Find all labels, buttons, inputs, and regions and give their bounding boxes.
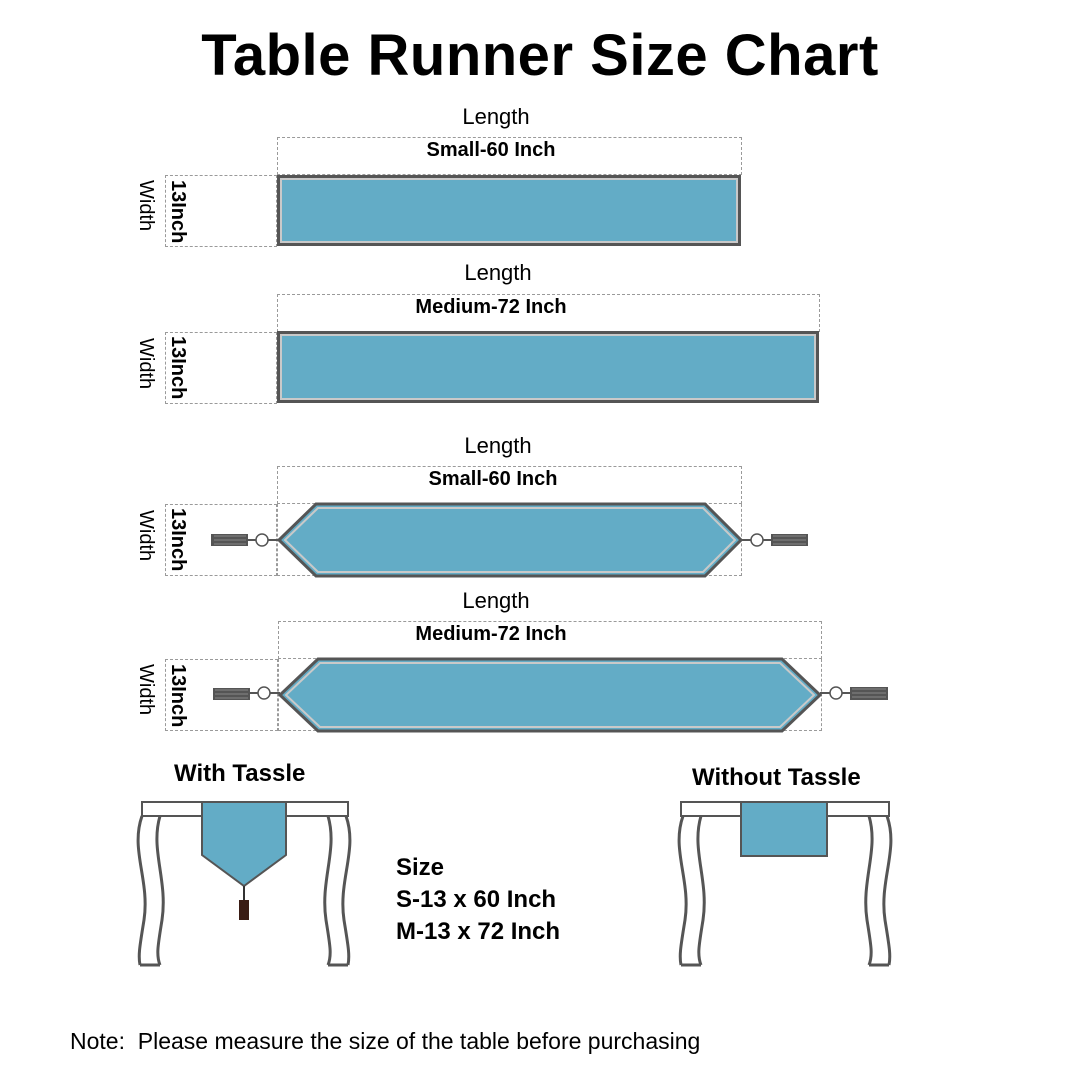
width-dimension-box	[165, 659, 278, 731]
size-list: Size S-13 x 60 Inch M-13 x 72 Inch	[396, 852, 560, 948]
length-label: Length	[462, 104, 530, 129]
size-label: Medium-72 Inch	[415, 296, 567, 318]
with-tassle-heading: With Tassle	[174, 760, 306, 787]
note-text: Note: Please measure the size of the tab…	[70, 1028, 701, 1054]
length-label: Length	[464, 433, 532, 458]
size-medium: M-13 x 72 Inch	[396, 918, 561, 945]
width-label: Width	[135, 180, 157, 232]
width-dimension-box	[165, 175, 277, 247]
without-tassle-heading: Without Tassle	[692, 764, 861, 791]
width-label: Width	[135, 510, 157, 562]
width-value: 13Inch	[167, 336, 189, 400]
length-label: Length	[462, 588, 530, 613]
runner-shape	[277, 331, 819, 403]
page-title: Table Runner Size Chart	[201, 23, 879, 88]
width-label: Width	[135, 664, 157, 716]
width-dimension-box	[165, 332, 277, 404]
length-label: Length	[464, 260, 532, 285]
size-label: Small-60 Inch	[428, 468, 558, 490]
size-label: Medium-72 Inch	[415, 623, 567, 645]
size-heading: Size	[396, 854, 445, 881]
size-label: Small-60 Inch	[426, 139, 556, 161]
length-dimension-box	[277, 137, 742, 175]
size-small: S-13 x 60 Inch	[396, 886, 557, 913]
width-value: 13Inch	[167, 664, 189, 728]
width-value: 13Inch	[167, 508, 189, 572]
runner-shape	[277, 175, 741, 246]
width-label: Width	[135, 338, 157, 390]
width-value: 13Inch	[167, 180, 189, 244]
